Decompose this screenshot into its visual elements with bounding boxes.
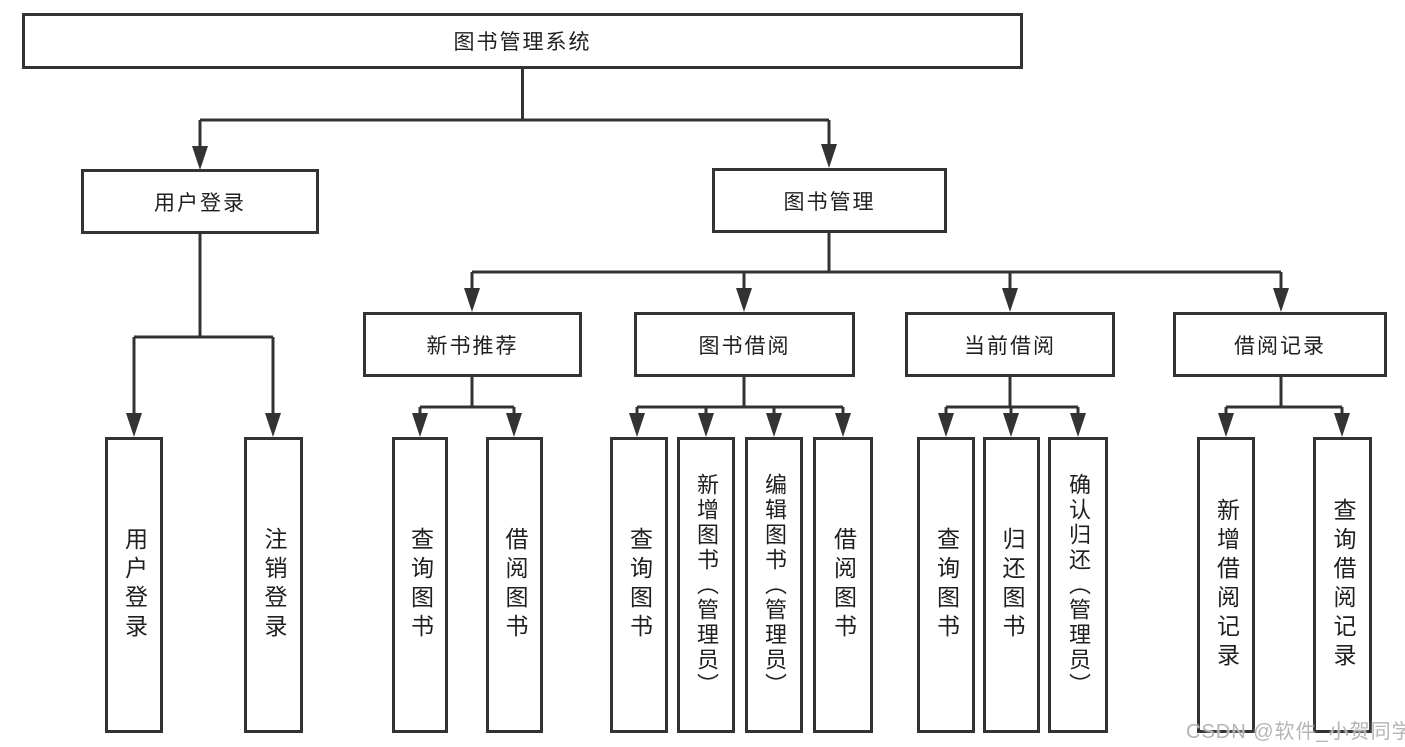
leaf-add-book-admin: 新增图书（管理员） (677, 437, 735, 733)
leaf-return-book-label: 归还图书 (999, 527, 1025, 643)
node-borrow-records-label: 借阅记录 (1234, 334, 1326, 358)
node-current-borrow-label: 当前借阅 (964, 334, 1056, 358)
arrowhead (698, 413, 714, 437)
leaf-add-borrow-record-label: 新增借阅记录 (1213, 498, 1240, 672)
arrowhead (629, 413, 645, 437)
leaf-add-book-admin-label: 新增图书（管理员） (694, 472, 719, 698)
arrowhead (1070, 413, 1086, 437)
leaf-confirm-return-admin-label: 确认归还（管理员） (1066, 472, 1091, 698)
leaf-return-book: 归还图书 (983, 437, 1040, 733)
leaf-query-books-3-label: 查询图书 (933, 527, 960, 643)
leaf-query-books-2: 查询图书 (610, 437, 668, 733)
leaf-user-login: 用户登录 (105, 437, 163, 733)
arrowhead (265, 413, 281, 437)
arrowhead (192, 146, 208, 170)
node-new-book-recommend-label: 新书推荐 (426, 334, 519, 358)
leaf-borrow-books-1: 借阅图书 (486, 437, 543, 733)
leaf-query-books-3: 查询图书 (917, 437, 975, 733)
arrowhead (766, 413, 782, 437)
node-new-book-recommend: 新书推荐 (363, 312, 582, 377)
arrowhead (835, 413, 851, 437)
arrowhead (126, 413, 142, 437)
leaf-query-borrow-record-label: 查询借阅记录 (1330, 498, 1356, 672)
node-borrow-records: 借阅记录 (1173, 312, 1387, 377)
node-root-label: 图书管理系统 (453, 31, 592, 54)
leaf-add-borrow-record: 新增借阅记录 (1197, 437, 1255, 733)
arrowhead (464, 288, 480, 312)
node-book-management: 图书管理 (712, 168, 947, 233)
arrowhead (938, 413, 954, 437)
arrowhead (1003, 413, 1019, 437)
arrowhead (821, 144, 837, 168)
leaf-confirm-return-admin: 确认归还（管理员） (1048, 437, 1108, 733)
node-current-borrow: 当前借阅 (905, 312, 1115, 377)
leaf-logout: 注销登录 (244, 437, 303, 733)
node-book-management-label: 图书管理 (783, 190, 876, 214)
leaf-edit-book-admin-label: 编辑图书（管理员） (762, 472, 787, 698)
arrowhead (1218, 413, 1234, 437)
node-root: 图书管理系统 (22, 13, 1023, 69)
node-book-borrow-label: 图书借阅 (698, 334, 791, 358)
leaf-query-books-2-label: 查询图书 (626, 527, 653, 643)
leaf-query-books-1: 查询图书 (392, 437, 448, 733)
node-user-login: 用户登录 (81, 169, 319, 234)
watermark: CSDN @软件_小贺同学 (1186, 721, 1405, 743)
leaf-edit-book-admin: 编辑图书（管理员） (745, 437, 803, 733)
arrowhead (506, 413, 522, 437)
node-user-login-label: 用户登录 (154, 191, 246, 215)
arrowhead (1273, 288, 1289, 312)
arrowhead (1002, 288, 1018, 312)
leaf-logout-label: 注销登录 (261, 527, 287, 643)
arrowhead (1334, 413, 1350, 437)
leaf-borrow-books-2: 借阅图书 (813, 437, 873, 733)
leaf-query-books-1-label: 查询图书 (407, 527, 434, 643)
leaf-borrow-books-1-label: 借阅图书 (502, 527, 528, 643)
arrowhead (412, 413, 428, 437)
leaf-query-borrow-record: 查询借阅记录 (1313, 437, 1372, 733)
leaf-user-login-label: 用户登录 (121, 527, 148, 643)
arrowhead (736, 288, 752, 312)
node-book-borrow: 图书借阅 (634, 312, 855, 377)
arrowheads (126, 144, 1350, 437)
leaf-borrow-books-2-label: 借阅图书 (830, 527, 857, 643)
